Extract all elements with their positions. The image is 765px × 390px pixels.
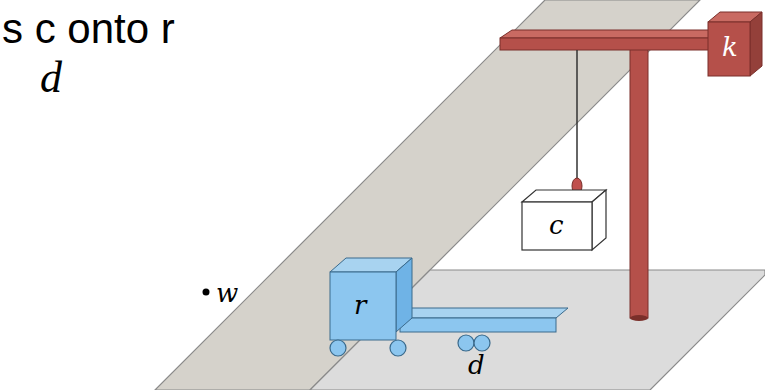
heading-fragment: s c onto r	[2, 8, 175, 50]
dock	[310, 270, 765, 390]
part-label: c	[549, 212, 564, 238]
flatbed-top	[400, 308, 568, 318]
wheel	[390, 340, 406, 356]
wheel	[330, 340, 346, 356]
wheel	[458, 335, 474, 351]
part-label: k	[722, 34, 738, 60]
rope	[576, 50, 578, 180]
location-dot	[203, 289, 210, 296]
pole-base	[630, 315, 648, 321]
location-label: d	[468, 352, 485, 378]
crane-beam	[500, 38, 712, 50]
heading-fragment: d	[40, 56, 62, 100]
part-label: r	[354, 292, 366, 318]
container	[522, 202, 592, 250]
container-side	[592, 190, 606, 250]
flatbed	[400, 318, 556, 332]
wheel	[474, 335, 490, 351]
cab-side	[396, 258, 412, 332]
crane-pole	[630, 48, 648, 318]
counterweight-side	[750, 12, 762, 76]
crane-beam-top	[500, 30, 720, 38]
counterweight	[708, 22, 750, 76]
truck-cab	[330, 272, 396, 340]
location-label: w	[216, 280, 238, 306]
